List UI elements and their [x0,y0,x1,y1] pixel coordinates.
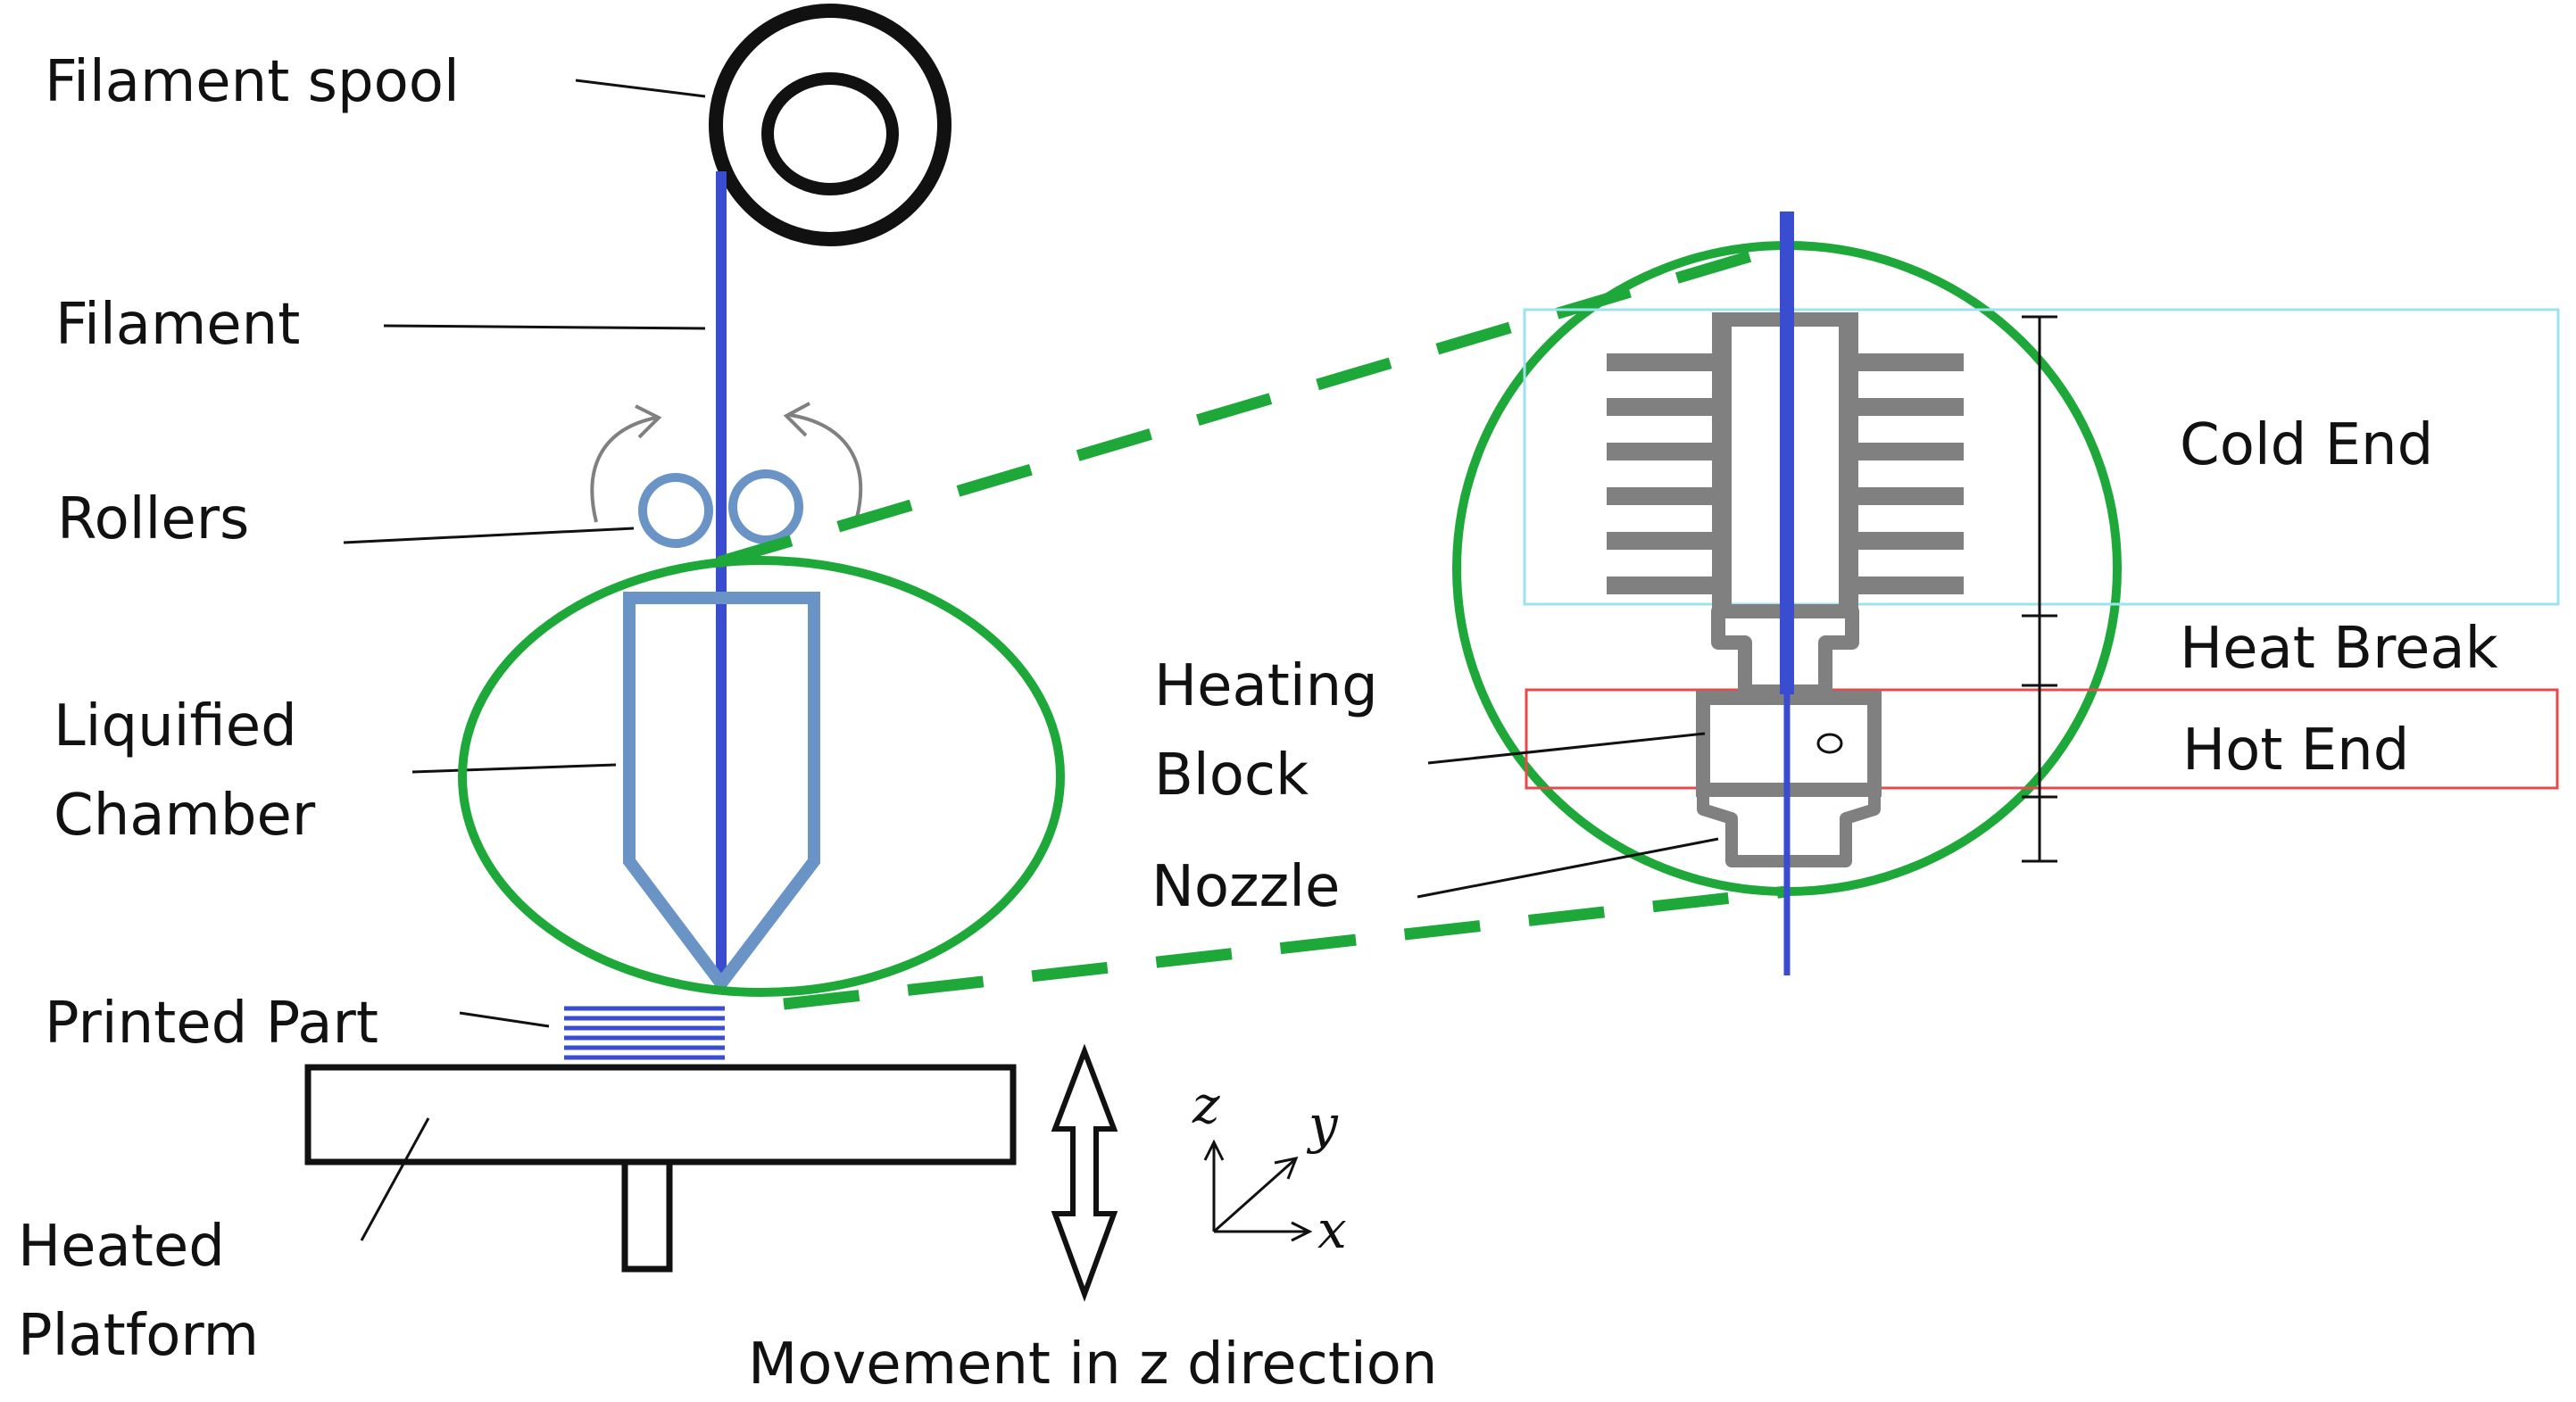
heat-break-label: Heat Break [2180,616,2498,682]
heat-sink [1607,312,1964,611]
rollers-label: Rollers [57,486,249,552]
right-leader-lines [1417,732,1719,899]
dimension-bar [2022,315,2057,863]
nozzle-leader [1417,837,1719,899]
heated-platform-label-line1: Heated [18,1214,225,1280]
left-arrowhead [635,404,662,439]
printed-part-layers [564,1006,725,1060]
liquified-chamber-label-line2: Chamber [54,783,316,849]
rollers-leader [343,527,635,544]
small-magnifier-ellipse [458,556,1065,997]
printed-part-label: Printed Part [45,991,378,1057]
filament-label: Filament [55,292,300,358]
right-rotation-arrow [789,413,863,518]
heated-platform-label-line2: Platform [18,1303,259,1369]
axis-z-label: z [1192,1074,1220,1135]
filament-spool-label: Filament spool [45,49,460,115]
rollers [638,469,803,548]
left-leader-lines [343,79,706,1241]
axis-y-label: y [1306,1094,1339,1155]
heating-block-label-line1: Heating [1154,653,1378,719]
filament-spool-leader [575,79,706,98]
roller-rotation-arrows [590,402,863,523]
movement-double-arrow [1051,1043,1118,1302]
movement-label: Movement in z direction [748,1331,1437,1398]
platform-leader [360,1117,430,1241]
heating-block-label-line2: Block [1154,742,1309,809]
hot-end-label: Hot End [2182,718,2409,784]
cold-end-label: Cold End [2180,412,2433,478]
cold-end-box [1523,308,2560,606]
liquified-chamber [623,592,820,994]
coordinate-axes [1203,1139,1313,1242]
liquified-chamber-label-line1: Liquified [54,693,297,759]
left-rotation-arrow [590,416,657,523]
nozzle-label: Nozzle [1151,854,1340,920]
hot-end-box [1525,688,2559,790]
heating-block-leader [1427,732,1706,765]
filament-spool [709,4,951,246]
heated-platform [304,1064,1017,1273]
right-arrowhead [783,402,810,437]
nozzle [1697,784,1881,867]
chamber-leader [411,763,617,774]
axis-x-label: x [1317,1199,1347,1260]
filament-leader [383,324,706,330]
heater-hole [1816,733,1843,754]
printed-part-leader [459,1011,550,1028]
magnifier-connector-lines [717,239,1789,1010]
